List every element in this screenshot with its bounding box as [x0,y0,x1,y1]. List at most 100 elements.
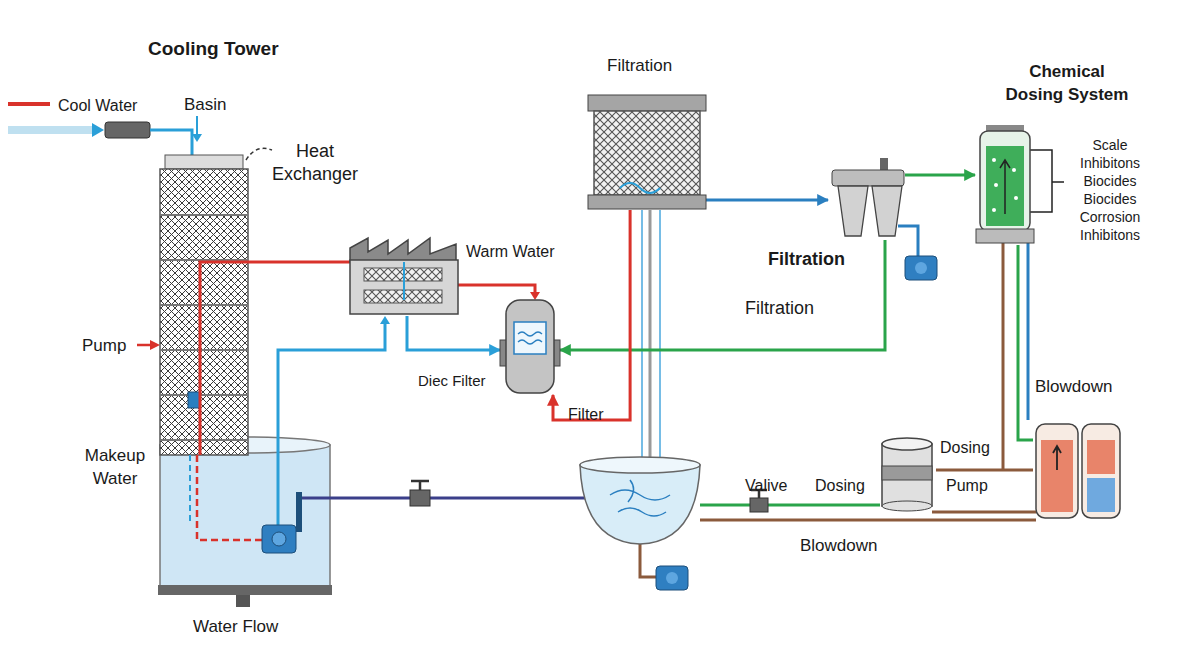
intake-pipe [105,122,150,138]
pipes [1027,243,1030,420]
chemical-dosing-tank-shape [1012,168,1016,172]
pipes [700,504,880,507]
text-label: Corrosion Inhibitons [1066,208,1154,244]
blowdown-vessels-shape [1033,418,1121,520]
blowdown-vessels-shape [1041,440,1073,512]
mixing-tank [656,566,688,590]
node-label: Diec Filter [418,371,486,391]
cartridge-filter: Filtration [828,158,905,240]
flow-connector [560,240,885,350]
mixing-tank [580,457,700,473]
chemical-dosing-tank: Chemical Dosing System [975,125,1035,245]
edge-label: Filtration [745,297,814,320]
heat-exchanger: Heat Exchanger [348,238,460,316]
cartridge-filter-shape [838,186,868,236]
blowdown-vessels-shape [1087,440,1115,474]
pipes [190,150,1064,577]
chemical-dosing-tank-shape [986,146,1024,226]
pipes [300,497,592,500]
pipes [380,316,390,324]
filtration-screen-shape [620,183,660,193]
circulation-pump [262,525,296,553]
flow-connector [936,469,1033,472]
filtration-screen-shape [594,111,700,195]
node-label: Filtration [607,55,672,77]
dosing-pump-shape [882,444,932,506]
chemical-dosing-tank-shape [992,158,996,162]
pipes [649,210,652,470]
pipes [932,511,1036,514]
pipes [458,285,535,294]
heat-exchanger-shape [350,260,458,314]
basin-tank [160,445,330,587]
blowdown-vessels-shape [1036,424,1078,518]
text-label: Blowdown [800,535,878,557]
circulation-pump [296,492,302,532]
chemical-dosing-tank-shape [1014,196,1018,200]
pipes [1030,150,1064,212]
pipes [197,455,262,540]
text-label: Warm Water [466,241,555,262]
text-label: Biocides [1066,190,1154,208]
filtration-screen-shape [588,95,706,111]
text-label: Basin [184,94,227,116]
disc-filter-shape [500,298,560,395]
pipes [700,519,1036,522]
node-label: Pump [946,475,988,496]
intake-pipe [8,104,272,160]
chemical-dosing-tank-shape [994,183,998,187]
diagram-title: Cooling Tower [148,36,279,61]
text-label: Biocides [1066,172,1154,190]
flow-connector [1018,245,1033,440]
heat-exchanger-shape [350,238,456,262]
blowdown-vessels-shape [1053,446,1061,470]
basin-tank [158,437,332,607]
chemical-dosing-tank-shape [992,208,996,212]
flow-connector [905,174,975,177]
intake-pipe [8,102,50,106]
cooling-tower [188,392,200,408]
text-label: Dosing [815,475,865,496]
pipes [189,455,191,525]
disc-filter: Diec Filter [500,298,560,395]
text-label: Pump [82,335,126,357]
text-label: Water Flow [193,616,278,638]
disc-filter-shape [514,322,546,354]
intake-pipe [8,126,92,134]
circulation-pump [272,532,286,546]
blowdown-vessels-shape [1087,478,1115,512]
text-label: Makeup Water [70,444,160,490]
pipes [642,210,660,480]
cooling-tower [160,215,248,440]
intake-pipe [92,123,104,137]
flow-connector [553,210,630,420]
mixing-tank [610,480,670,516]
filtration-screen: Filtration [588,95,706,210]
filtration-screen-shape [588,95,706,210]
blowdown-vessels-shape [1082,424,1120,518]
node-label: Filtration [768,248,845,271]
text-label: Valive [745,475,787,496]
chemical-dosing-tank-shape [976,229,1034,243]
dosing-pump-shape [882,501,932,511]
valve-symbol [411,481,429,490]
pipes [530,292,540,300]
edge-label: Filter [568,404,604,425]
blowdown-vessels: Blowdown [1033,418,1121,520]
chemical-dosing-tank-shape [1000,160,1010,214]
pump-pointer [137,344,152,347]
cartridge-filter-shape [832,170,904,186]
disc-filter-shape [506,300,554,393]
node-label: Heat Exchanger [265,140,365,186]
pipes [1002,243,1005,470]
intake-pipe [196,116,198,135]
intake-pipe [150,130,192,156]
heat-exchanger-shape [403,262,405,300]
text-label: Cool Water [58,95,137,116]
valve-symbol [750,498,768,512]
pipes [898,226,918,256]
circulation-pump [262,492,302,553]
mixing-tank [580,465,700,544]
pipes [200,262,362,455]
